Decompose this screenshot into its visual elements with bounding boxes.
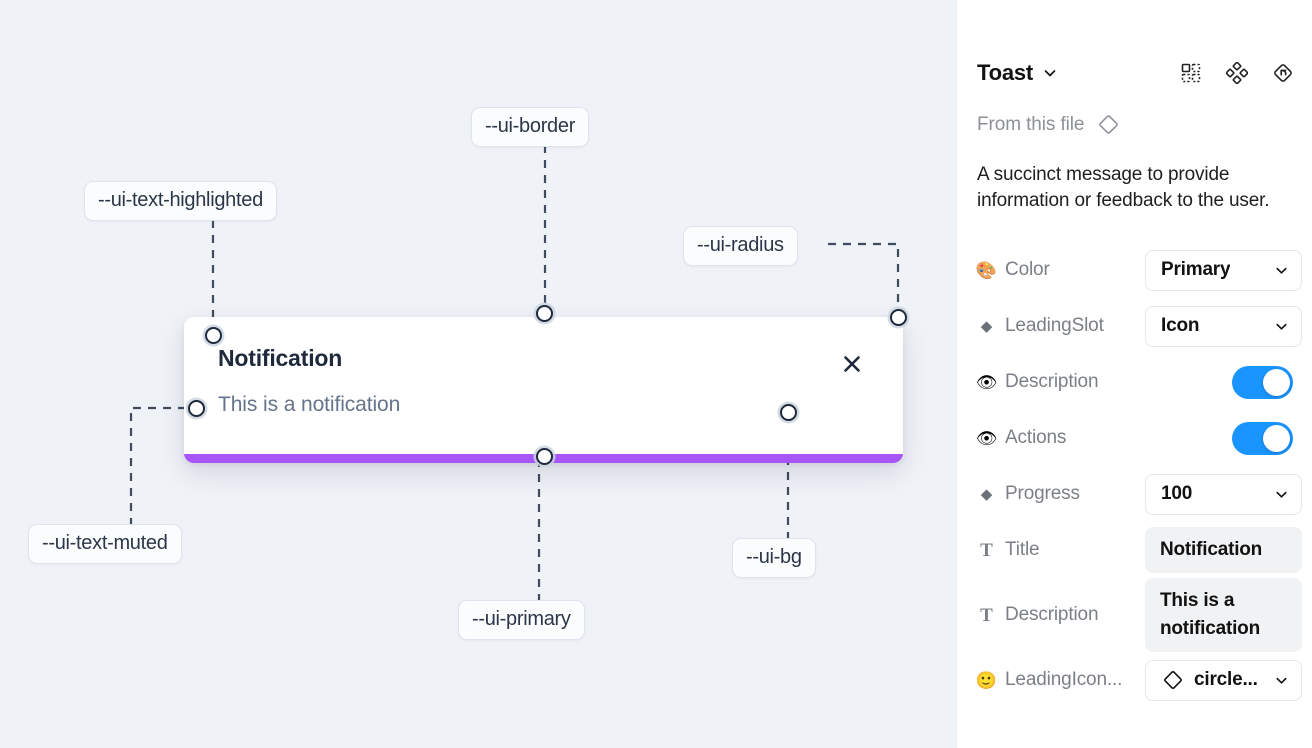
actions-toggle[interactable] (1232, 421, 1293, 455)
component-set-icon[interactable] (1225, 61, 1249, 85)
property-label: Description (1005, 371, 1099, 392)
description-input[interactable]: This is a notification (1145, 578, 1302, 652)
chevron-down-icon (1266, 487, 1289, 502)
property-row-description-visibility: 👁 Description (957, 354, 1312, 410)
property-label-group: 👁 Actions (975, 427, 1145, 449)
toast-description: This is a notification (218, 393, 401, 416)
token-label-ui-text-highlighted[interactable]: --ui-text-highlighted (84, 181, 277, 221)
property-control (1232, 365, 1293, 399)
diamond-icon (1096, 112, 1121, 137)
property-label-group: 🎨 Color (975, 259, 1145, 281)
property-label-group: ◆ Progress (977, 483, 1145, 505)
component-icon[interactable] (1179, 61, 1203, 85)
property-label-group: 👁 Description (975, 371, 1145, 393)
property-control: Notification (1145, 527, 1302, 573)
diamond-icon (1161, 668, 1185, 692)
eye-icon: 👁 (975, 428, 998, 448)
property-list: 🎨 Color Primary (957, 242, 1312, 708)
property-label-group: T Title (977, 539, 1145, 561)
property-label: Actions (1005, 427, 1067, 448)
token-handle-ui-text-muted[interactable] (188, 400, 205, 417)
token-label-ui-radius[interactable]: --ui-radius (683, 226, 798, 266)
leadingicon-select[interactable]: circle... (1145, 659, 1302, 701)
close-icon[interactable] (839, 351, 865, 377)
color-select-value: Primary (1161, 259, 1231, 280)
design-canvas[interactable]: Notification This is a notification --ui… (0, 0, 956, 748)
leadingslot-select-value: Icon (1161, 315, 1200, 336)
property-row-description-text: T Description This is a notification (957, 578, 1312, 652)
property-row-leadingicon: 🙂 LeadingIcon... circle... (957, 652, 1312, 708)
description-toggle[interactable] (1232, 365, 1293, 399)
property-row-color: 🎨 Color Primary (957, 242, 1312, 298)
progress-select[interactable]: 100 (1145, 473, 1302, 515)
property-control: 100 (1145, 473, 1302, 515)
property-row-title: T Title Notification (957, 522, 1312, 578)
token-label-ui-bg[interactable]: --ui-bg (732, 538, 816, 578)
toast-preview-card[interactable]: Notification This is a notification (184, 317, 903, 463)
diamond-icon: ◆ (980, 317, 993, 335)
property-label: LeadingIcon... (1005, 669, 1123, 690)
chevron-down-icon (1266, 263, 1289, 278)
token-label-ui-primary[interactable]: --ui-primary (458, 600, 585, 640)
token-label-ui-border[interactable]: --ui-border (471, 107, 590, 147)
property-label: Progress (1005, 483, 1080, 504)
property-control: This is a notification (1145, 578, 1302, 652)
property-row-leadingslot: ◆ LeadingSlot Icon (957, 298, 1312, 354)
token-handle-ui-border[interactable] (536, 305, 553, 322)
token-handle-ui-text-highlighted[interactable] (205, 327, 222, 344)
toast-title: Notification (218, 345, 343, 371)
property-control (1232, 421, 1293, 455)
text-type-icon: T (980, 539, 993, 561)
toggle-knob (1263, 368, 1290, 396)
chevron-down-icon (1266, 319, 1289, 334)
property-control: circle... (1145, 659, 1302, 701)
smiley-icon: 🙂 (975, 670, 998, 690)
property-label-group: ◆ LeadingSlot (977, 315, 1145, 337)
token-handle-ui-radius[interactable] (890, 309, 907, 326)
property-label: LeadingSlot (1005, 315, 1104, 336)
title-input[interactable]: Notification (1145, 527, 1302, 573)
page-title: Toast (977, 60, 1034, 85)
property-label: Color (1005, 259, 1050, 280)
component-description: A succinct message to provide informatio… (977, 164, 1270, 211)
diamond-icon: ◆ (980, 485, 993, 503)
toggle-knob (1263, 424, 1290, 452)
description-input-value: This is a notification (1160, 590, 1260, 639)
property-control: Icon (1145, 305, 1302, 347)
from-this-file-row[interactable]: From this file (977, 112, 1121, 137)
title-input-value: Notification (1160, 539, 1263, 560)
property-label: Description (1005, 604, 1099, 625)
property-label-group: T Description (977, 604, 1145, 626)
property-label-group: 🙂 LeadingIcon... (975, 669, 1145, 691)
color-select[interactable]: Primary (1145, 249, 1302, 291)
token-handle-ui-bg[interactable] (780, 404, 797, 421)
property-row-actions-visibility: 👁 Actions (957, 410, 1312, 466)
token-handle-ui-primary[interactable] (536, 448, 553, 465)
properties-panel: Toast (956, 0, 1312, 748)
from-this-file-label: From this file (977, 113, 1085, 135)
property-control: Primary (1145, 249, 1302, 291)
panel-header: Toast (957, 50, 1312, 96)
leadingslot-select[interactable]: Icon (1145, 305, 1302, 347)
chevron-down-icon (1266, 673, 1289, 688)
panel-header-icons (1179, 61, 1295, 85)
property-row-progress: ◆ Progress 100 (957, 466, 1312, 522)
property-label: Title (1005, 539, 1040, 560)
palette-icon: 🎨 (975, 260, 998, 280)
eye-icon: 👁 (975, 372, 998, 392)
reset-instance-icon[interactable] (1271, 61, 1295, 85)
leadingicon-select-value: circle... (1194, 669, 1258, 690)
progress-select-value: 100 (1161, 483, 1193, 504)
chevron-down-icon[interactable] (1042, 65, 1058, 81)
token-label-ui-text-muted[interactable]: --ui-text-muted (28, 524, 182, 564)
text-type-icon: T (980, 604, 993, 626)
